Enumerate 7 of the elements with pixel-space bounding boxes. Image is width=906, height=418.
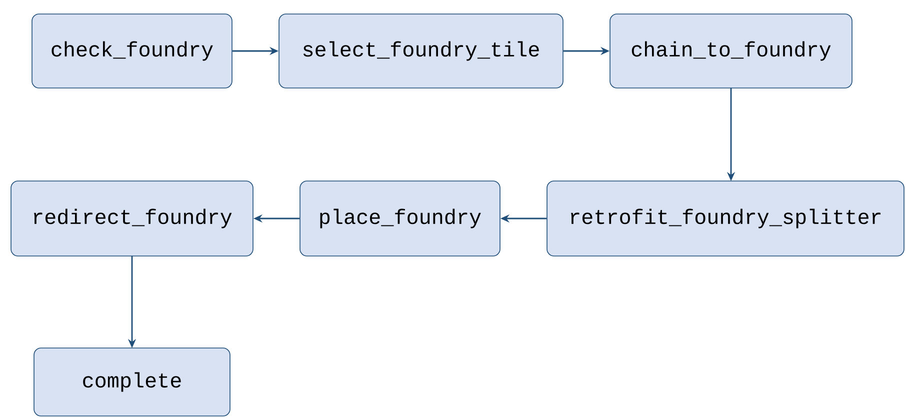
process-box: chain_to_foundry (610, 14, 852, 88)
process-box: check_foundry (32, 14, 232, 88)
process-box: select_foundry_tile (278, 14, 564, 88)
process-box: place_foundry (300, 180, 500, 256)
process-box: redirect_foundry (10, 180, 254, 256)
process-box: retrofit_foundry_splitter (546, 180, 904, 256)
process-box: complete (34, 348, 230, 416)
